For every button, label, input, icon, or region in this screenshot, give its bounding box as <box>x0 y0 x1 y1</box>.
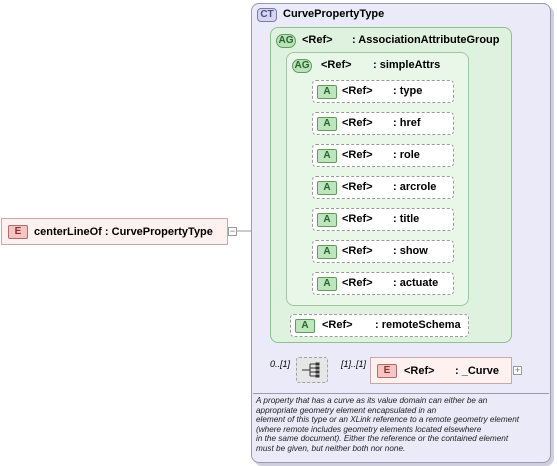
root-element-center-line-of[interactable]: E centerLineOf : CurvePropertyType <box>1 218 228 245</box>
attribute-actuate[interactable]: A <Ref> : actuate <box>312 272 454 295</box>
doc-line: appropriate geometry element encapsulate… <box>256 405 437 415</box>
attribute-ref: <Ref> <box>342 181 373 193</box>
doc-line: in the same document). Either the refere… <box>256 434 509 444</box>
attribute-ref: <Ref> <box>342 213 373 225</box>
sequence-cardinality: 0..[1] <box>270 359 291 369</box>
expand-curve-icon[interactable]: + <box>513 365 522 375</box>
attribute-badge: A <box>295 319 315 333</box>
doc-line: A property that has a curve as its value… <box>256 396 488 405</box>
element-badge: E <box>8 225 28 239</box>
attribute-ref: <Ref> <box>342 277 373 289</box>
attribute-ref: <Ref> <box>322 319 353 331</box>
attribute-badge: A <box>317 245 337 259</box>
complex-type-title: CurvePropertyType <box>283 8 385 20</box>
documentation-text: A property that has a curve as its value… <box>256 396 548 454</box>
documentation-divider <box>253 393 549 394</box>
attribute-badge: A <box>317 277 337 291</box>
simple-attrs-ref: <Ref> <box>321 59 352 71</box>
attribute-group-badge: AG <box>276 34 296 48</box>
attribute-name: : show <box>393 245 428 257</box>
root-element-label: centerLineOf : CurvePropertyType <box>34 226 213 238</box>
attribute-type[interactable]: A <Ref> : type <box>312 80 454 103</box>
attribute-name: : href <box>393 117 421 129</box>
curve-cardinality: [1]..[1] <box>341 359 367 369</box>
doc-line: must be given, but neither both nor none… <box>256 443 406 453</box>
attribute-show[interactable]: A <Ref> : show <box>312 240 454 263</box>
association-group-ref: <Ref> <box>302 34 333 46</box>
attribute-badge: A <box>317 85 337 99</box>
attribute-href[interactable]: A <Ref> : href <box>312 112 454 135</box>
complex-type-badge: CT <box>257 8 277 22</box>
attribute-name: : title <box>393 213 420 225</box>
attribute-name: : remoteSchema <box>375 319 461 331</box>
attribute-arcrole[interactable]: A <Ref> : arcrole <box>312 176 454 199</box>
attribute-badge: A <box>317 181 337 195</box>
attribute-name: : role <box>393 149 420 161</box>
attribute-role[interactable]: A <Ref> : role <box>312 144 454 167</box>
collapse-root-icon[interactable]: − <box>228 226 237 236</box>
association-group-name: : AssociationAttributeGroup <box>352 34 500 46</box>
attribute-title[interactable]: A <Ref> : title <box>312 208 454 231</box>
attribute-badge: A <box>317 149 337 163</box>
attribute-remote-schema[interactable]: A <Ref> : remoteSchema <box>290 314 469 337</box>
attribute-ref: <Ref> <box>342 245 373 257</box>
element-name: : _Curve <box>455 365 500 377</box>
sequence-compositor-icon[interactable] <box>296 357 328 383</box>
attribute-ref: <Ref> <box>342 149 373 161</box>
attribute-name: : type <box>393 85 423 97</box>
element-badge: E <box>377 364 397 378</box>
attribute-ref: <Ref> <box>342 85 373 97</box>
attribute-badge: A <box>317 213 337 227</box>
simple-attrs-badge: AG <box>292 59 312 73</box>
attribute-name: : actuate <box>393 277 439 289</box>
element-ref: <Ref> <box>404 365 435 377</box>
attribute-badge: A <box>317 117 337 131</box>
attribute-name: : arcrole <box>393 181 437 193</box>
doc-line: (where remote includes geometry elements… <box>256 424 482 434</box>
attribute-ref: <Ref> <box>342 117 373 129</box>
doc-line: element of this type or an XLink referen… <box>256 415 520 425</box>
element-ref-curve[interactable]: E <Ref> : _Curve <box>370 357 512 384</box>
simple-attrs-name: : simpleAttrs <box>373 59 441 71</box>
